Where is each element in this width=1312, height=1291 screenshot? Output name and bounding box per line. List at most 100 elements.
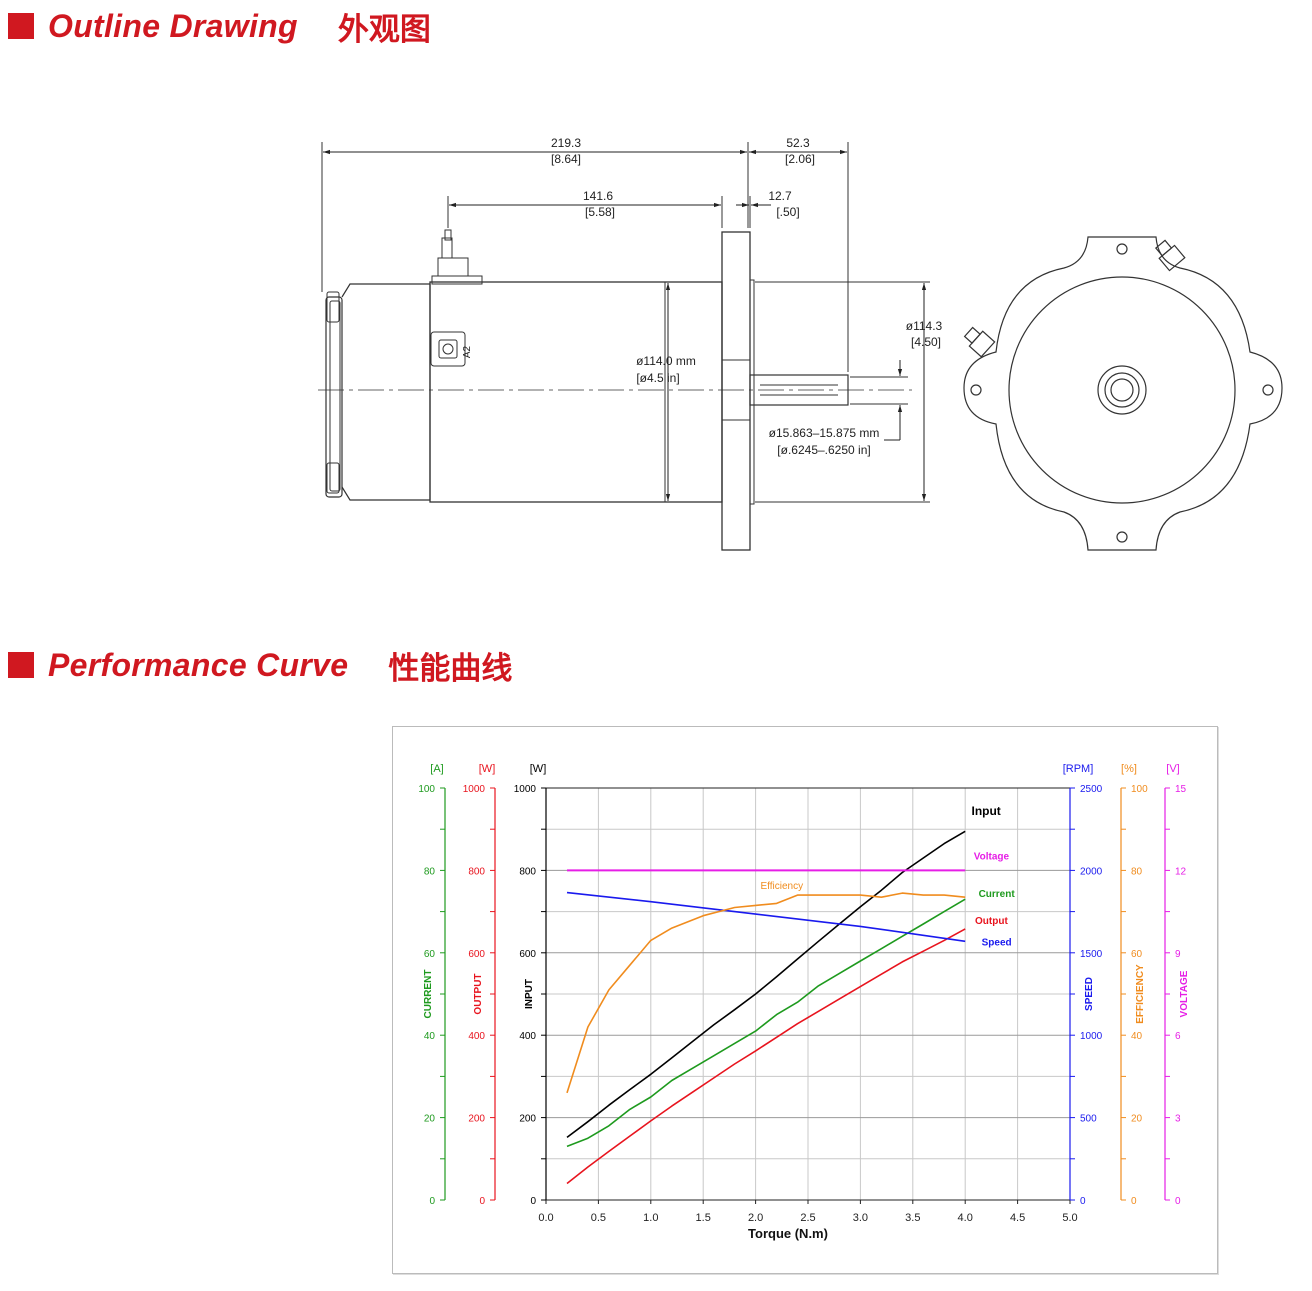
axis-tick-label: 1000 [463,784,486,795]
axis-name: INPUT [524,979,535,1009]
axis-input: 0 200 400 600 800 1000 [W] INPUT [514,763,547,1207]
x-tick-label: 0.5 [591,1212,606,1224]
axis-unit: [RPM] [1063,763,1094,775]
dim-flange-in: [.50] [776,205,799,219]
axis-unit: [W] [530,763,547,775]
axis-tick-label: 400 [519,1031,536,1042]
axis-tick-label: 80 [1131,866,1143,877]
axis-tick-label: 80 [424,866,436,877]
x-tick-label: 3.5 [905,1212,920,1224]
axis-unit: [V] [1166,763,1179,775]
series-label-voltage: Voltage [974,851,1010,862]
axis-current: 0 20 40 60 80 100 [A] CURRENT [418,763,446,1207]
x-tick-label: 2.5 [800,1212,815,1224]
axis-tick-label: 15 [1175,784,1187,795]
x-tick-label: 5.0 [1062,1212,1077,1224]
axis-tick-label: 60 [424,949,436,960]
dim-flange-mm: 12.7 [768,189,792,203]
axis-tick-label: 40 [1131,1031,1143,1042]
axis-tick-label: 3 [1175,1114,1181,1125]
x-tick-label: 1.0 [643,1212,658,1224]
dim-shaft-in: [2.06] [785,152,815,166]
axis-tick-label: 20 [424,1114,436,1125]
axis-name: CURRENT [423,970,434,1019]
series-line-input [566,830,966,1139]
axis-tick-label: 2500 [1080,784,1103,795]
axis-tick-label: 1000 [1080,1031,1103,1042]
x-tick-label: 0.0 [538,1212,553,1224]
performance-title-zh: 性能曲线 [388,650,513,687]
dim-shaft-diameter-in: [ø.6245–.6250 in] [777,443,870,457]
axis-tick-label: 40 [424,1031,436,1042]
title-marker [8,13,34,39]
axis-tick-label: 0 [429,1196,435,1207]
series-label-efficiency: Efficiency [760,881,803,892]
axis-tick-label: 600 [468,949,485,960]
x-tick-label: 3.0 [853,1212,868,1224]
axis-tick-label: 0 [1131,1196,1137,1207]
performance-title-en: Performance Curve [48,646,349,683]
axis-tick-label: 0 [530,1196,536,1207]
axis-name: SPEED [1084,977,1095,1011]
axis-voltage: 0 3 6 9 12 15 [V] VOLTAGE [1164,763,1190,1207]
dim-shaft-diameter-mm: ø15.863–15.875 mm [769,426,880,440]
axis-tick-label: 20 [1131,1114,1143,1125]
axis-tick-label: 1000 [514,784,537,795]
axis-efficiency: 0 20 40 60 80 100 [%] EFFICIENCY [1120,763,1148,1207]
axis-output: 0 200 400 600 800 1000 [W] OUTPUT [463,763,496,1207]
axis-tick-label: 0 [1080,1196,1086,1207]
terminal-label: A2 [462,345,473,358]
dim-body-diameter-mm: ø114.0 mm [636,354,696,368]
axis-tick-label: 400 [468,1031,485,1042]
outline-title-zh: 外观图 [337,11,431,48]
dim-shaft-mm: 52.3 [786,136,810,150]
axis-tick-label: 12 [1175,866,1187,877]
axis-name: OUTPUT [473,973,484,1014]
dim-flange-diameter-mm: ø114.3 [906,319,943,333]
axis-tick-label: 2000 [1080,866,1103,877]
axis-tick-label: 500 [1080,1114,1097,1125]
axis-unit: [A] [430,763,443,775]
end-view [963,236,1283,551]
dim-body-mm: 141.6 [583,189,613,203]
axis-tick-label: 800 [468,866,485,877]
dim-overall-in: [8.64] [551,152,581,166]
dim-overall-mm: 219.3 [551,136,581,150]
axis-tick-label: 6 [1175,1031,1181,1042]
axis-tick-label: 600 [519,949,536,960]
dim-body-in: [5.58] [585,205,615,219]
series-label-output: Output [975,916,1008,927]
title-marker [8,652,34,678]
axis-unit: [%] [1121,763,1137,775]
x-tick-label: 4.5 [1010,1212,1025,1224]
axis-tick-label: 200 [519,1114,536,1125]
axis-tick-label: 60 [1131,949,1143,960]
axis-name: VOLTAGE [1179,970,1190,1017]
series-line-output [566,928,966,1185]
x-axis-label: Torque (N.m) [748,1226,828,1241]
outline-title-en: Outline Drawing [48,7,298,44]
axis-tick-label: 0 [479,1196,485,1207]
axis-tick-label: 100 [1131,784,1148,795]
series-line-efficiency [566,892,966,1094]
x-tick-label: 2.0 [748,1212,763,1224]
axis-unit: [W] [479,763,496,775]
series-label-current: Current [979,889,1016,900]
axis-tick-label: 9 [1175,949,1181,960]
series-label-speed: Speed [982,937,1012,948]
series-line-current [566,898,966,1148]
axis-name: EFFICIENCY [1135,964,1146,1024]
performance-section-title: Performance Curve 性能曲线 [8,645,513,687]
dim-body-diameter-in: [ø4.5 in] [636,371,679,385]
axis-tick-label: 800 [519,866,536,877]
performance-chart: 0.0 0.5 1.0 1.5 2.0 2.5 3.0 3.5 4.0 4.5 5.0Torque … [418,763,1190,1241]
axis-tick-label: 1500 [1080,949,1103,960]
x-tick-label: 4.0 [958,1212,973,1224]
series-label-input: Input [971,804,1000,818]
axis-tick-label: 100 [418,784,435,795]
axis-tick-label: 0 [1175,1196,1181,1207]
x-tick-label: 1.5 [696,1212,711,1224]
dim-flange-diameter-in: [4.50] [911,335,941,349]
axis-tick-label: 200 [468,1114,485,1125]
